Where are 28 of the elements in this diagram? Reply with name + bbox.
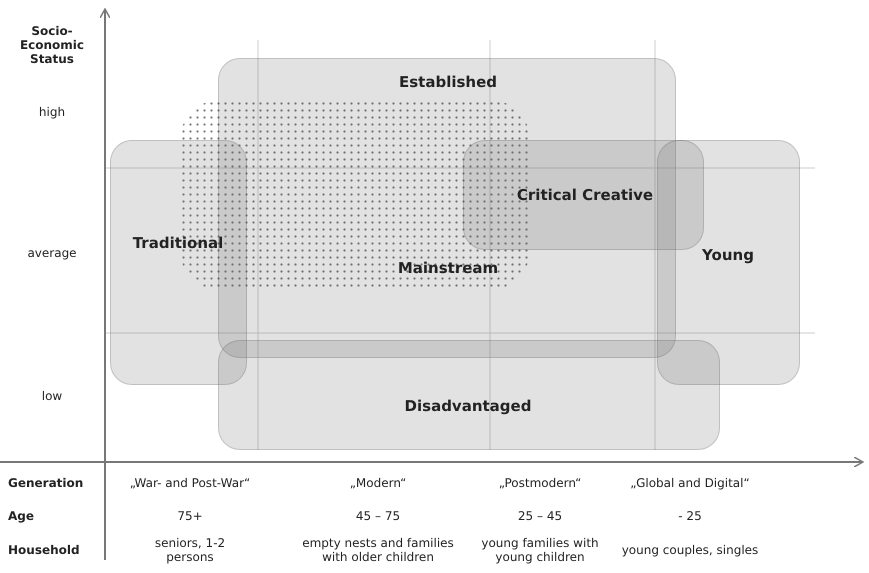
axis-tick-label: average	[27, 246, 77, 260]
table-cell: - 25	[678, 509, 702, 523]
table-cell: „Global and Digital“	[630, 476, 750, 490]
segment-label: Disadvantaged	[404, 397, 532, 415]
table-cell: 25 – 45	[518, 509, 562, 523]
segment-label: Mainstream	[398, 259, 498, 277]
row-header: Generation	[8, 476, 84, 490]
segment-label: Established	[399, 73, 497, 91]
table-cell: „Modern“	[350, 476, 406, 490]
table-cell-text: young families with young children	[480, 536, 600, 564]
segment-region	[657, 140, 800, 385]
table-cell-text: empty nests and families with older children	[301, 536, 455, 564]
row-header: Age	[8, 509, 34, 523]
axis-tick-label: low	[42, 389, 62, 403]
table-cell: „Postmodern“	[498, 476, 582, 490]
axis-title: Socio- Economic Status	[18, 24, 86, 66]
table-cell: 75+	[177, 509, 203, 523]
axis-tick-label: high	[38, 105, 66, 119]
table-cell: „War- and Post-War“	[130, 476, 250, 490]
table-cell-text: seniors, 1-2 persons	[154, 536, 226, 564]
segment-region	[110, 140, 247, 385]
row-header: Household	[8, 543, 80, 557]
segment-label: Young	[702, 246, 754, 264]
segment-label: Critical Creative	[516, 186, 654, 204]
table-cell-text: young couples, singles	[620, 543, 760, 557]
segment-label: Traditional	[132, 234, 224, 252]
segment-region	[218, 340, 720, 450]
table-cell: 45 – 75	[356, 509, 400, 523]
